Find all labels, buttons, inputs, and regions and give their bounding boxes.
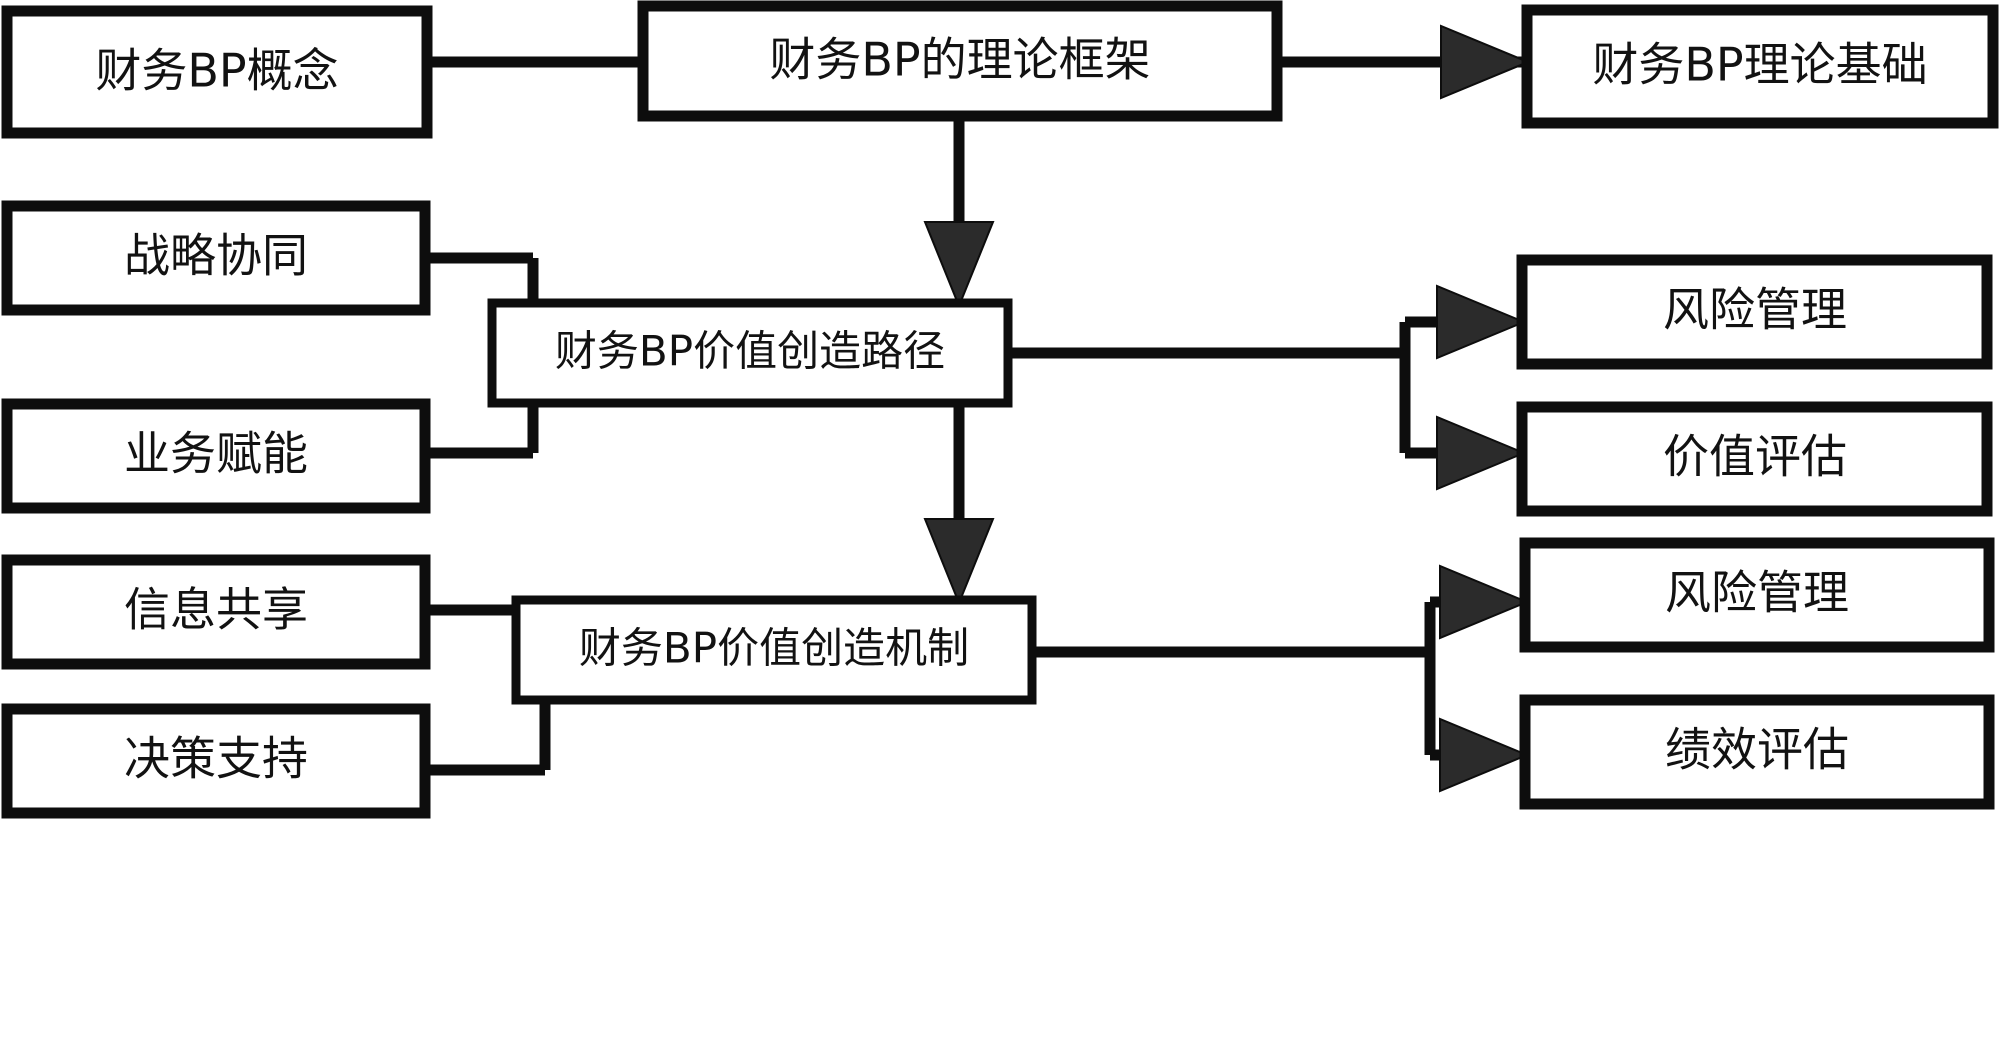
node-risk-management-path-label: 风险管理 xyxy=(1663,283,1847,337)
node-concept-label: 财务BP概念 xyxy=(95,44,338,98)
node-value-creation-path-label: 财务BP价值创造路径 xyxy=(555,327,945,376)
node-business-enablement-label: 业务赋能 xyxy=(124,427,308,481)
node-performance-assessment-label: 绩效评估 xyxy=(1665,723,1849,777)
node-theory-basis[interactable]: 财务BP理论基础 xyxy=(1521,4,1999,129)
node-concept[interactable]: 财务BP概念 xyxy=(1,5,433,139)
node-risk-management-mechanism[interactable]: 风险管理 xyxy=(1519,537,1995,653)
node-framework-label: 财务BP的理论框架 xyxy=(769,33,1150,87)
node-information-sharing[interactable]: 信息共享 xyxy=(1,554,431,670)
edge-mechanism-right-bus xyxy=(1032,564,1530,793)
node-risk-management-mechanism-label: 风险管理 xyxy=(1665,566,1849,620)
edge-value-path-right-bus xyxy=(1008,284,1527,491)
node-value-creation-mechanism[interactable]: 财务BP价值创造机制 xyxy=(511,595,1037,705)
node-strategic-synergy-label: 战略协同 xyxy=(124,229,308,283)
node-strategic-synergy[interactable]: 战略协同 xyxy=(1,200,431,316)
node-performance-assessment[interactable]: 绩效评估 xyxy=(1519,694,1995,810)
edge-framework-to-theory-basis xyxy=(1277,24,1566,100)
node-risk-management-path[interactable]: 风险管理 xyxy=(1516,254,1993,370)
node-decision-support[interactable]: 决策支持 xyxy=(1,703,431,819)
node-framework[interactable]: 财务BP的理论框架 xyxy=(637,0,1283,122)
node-value-creation-path[interactable]: 财务BP价值创造路径 xyxy=(487,298,1013,408)
node-business-enablement[interactable]: 业务赋能 xyxy=(1,398,431,514)
node-value-assessment-label: 价值评估 xyxy=(1663,430,1847,484)
node-value-creation-mechanism-label: 财务BP价值创造机制 xyxy=(579,624,969,673)
edge-framework-to-value-path xyxy=(923,116,995,309)
node-information-sharing-label: 信息共享 xyxy=(124,583,308,637)
edge-value-path-to-mechanism xyxy=(923,403,995,606)
node-decision-support-label: 决策支持 xyxy=(124,732,308,786)
node-layer: 财务BP概念 财务BP的理论框架 财务BP理论基础 战略协同 业务赋能 财务BP… xyxy=(1,0,1999,819)
node-theory-basis-label: 财务BP理论基础 xyxy=(1592,38,1927,92)
node-value-assessment[interactable]: 价值评估 xyxy=(1516,401,1993,517)
